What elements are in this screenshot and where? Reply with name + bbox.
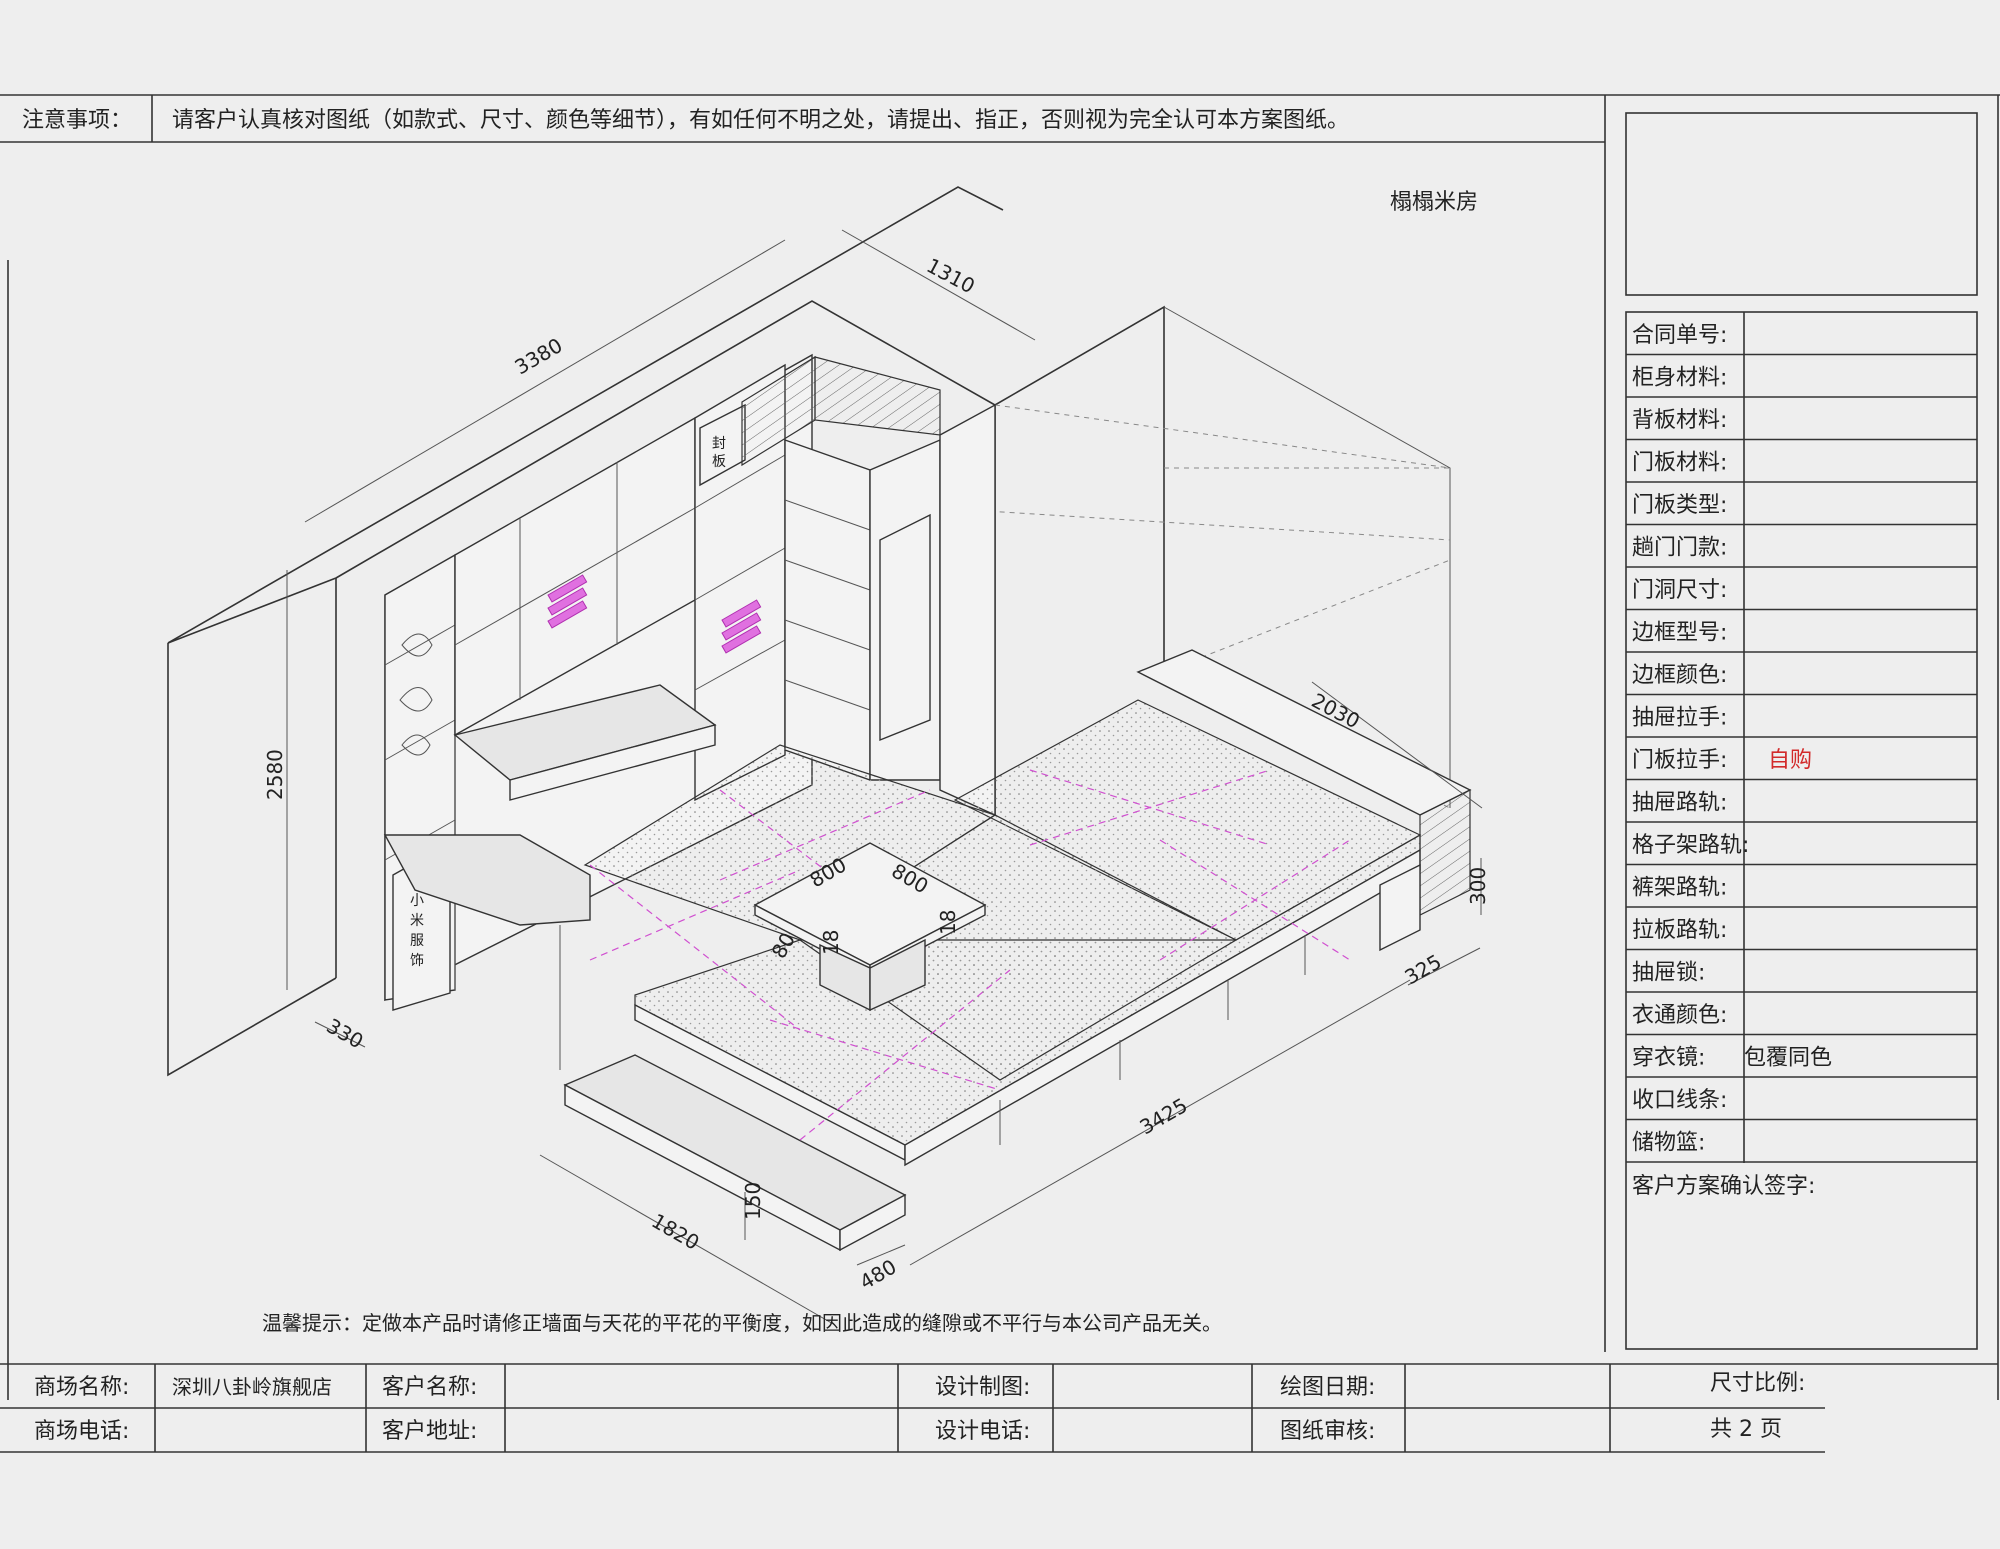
spec-label: 抽屉拉手: [1632,706,1727,731]
isometric-room-drawing: 小 米 服 饰 封 [167,186,1490,1326]
review-label: 图纸审核: [1280,1419,1375,1444]
dim-table-thickness-a: 18 [819,930,843,955]
store-name-value: 深圳八卦岭旗舰店 [172,1375,332,1399]
scale-label: 尺寸比例: [1710,1371,1805,1396]
spec-label: 背板材料: [1632,408,1727,433]
spec-label: 拉板路轨: [1632,918,1727,943]
customer-address-label: 客户地址: [382,1419,477,1444]
customer-name-label: 客户名称: [382,1375,477,1400]
title-block-frame [0,94,2000,1453]
design-phone-label: 设计电话: [935,1419,1030,1444]
spec-label: 抽屉锁: [1632,961,1705,986]
signature-label: 客户方案确认签字: [1632,1174,1815,1199]
dim-platform-width: 1820 [648,1209,704,1255]
spec-label: 趟门门款: [1632,536,1727,561]
draw-date-label: 绘图日期: [1280,1375,1375,1400]
spec-row-lines [1626,353,1977,1163]
svg-text:服: 服 [410,933,424,949]
dim-table-thickness-b: 18 [936,910,960,935]
panel-label-2: 板 [712,454,726,470]
store-name-label: 商场名称: [34,1375,129,1400]
spec-label: 收口线条: [1632,1088,1727,1113]
spec-label: 柜身材料: [1632,366,1727,391]
spec-label: 穿衣镜: [1632,1046,1705,1071]
spec-label: 门洞尺寸: [1632,578,1727,603]
dim-height: 2580 [263,749,287,800]
dim-left-depth: 330 [323,1014,368,1054]
drawing-title: 榻榻米房 [1390,190,1478,215]
dim-top-length: 3380 [511,333,567,379]
dim-step-depth: 325 [1401,949,1446,989]
dim-step-rise: 150 [741,1182,765,1220]
spec-value[interactable]: 自购 [1768,748,1812,773]
spec-label: 门板材料: [1632,451,1727,476]
spec-label: 格子架路轨: [1632,833,1749,858]
spec-label: 合同单号: [1632,323,1727,348]
svg-text:饰: 饰 [410,953,424,969]
spec-label: 裤架路轨: [1632,876,1727,901]
dim-front-length: 3425 [1136,1093,1192,1139]
spec-label: 储物篮: [1632,1131,1705,1156]
spec-label: 衣通颜色: [1632,1003,1727,1028]
spec-label: 门板类型: [1632,493,1727,518]
svg-text:小: 小 [410,893,424,909]
spec-label: 门板拉手: [1632,748,1727,773]
spec-table: 合同单号: 柜身材料: 背板材料: 门板材料: 门板类型: 趟门门款: 门洞尺寸: 边框型号:… [1632,323,1832,1156]
dim-step-height: 300 [1466,867,1490,905]
warm-tip: 温馨提示：定做本产品时请修正墙面与天花的平花的平衡度，如因此造成的缝隙或不平行与… [262,1311,1222,1335]
notice-text: 请客户认真核对图纸（如款式、尺寸、颜色等细节），有如任何不明之处，请提出、指正，… [172,108,1349,133]
page-count: 共 2 页 [1710,1417,1782,1442]
notice-label: 注意事项： [22,108,132,133]
store-phone-label: 商场电话: [34,1419,129,1444]
spec-label: 边框型号: [1632,621,1727,646]
spec-value[interactable]: 包覆同色 [1744,1046,1832,1071]
dim-step-width: 480 [856,1254,901,1294]
panel-label: 封 [712,436,726,452]
svg-text:米: 米 [410,913,424,929]
spec-label: 抽屉路轨: [1632,791,1727,816]
designer-label: 设计制图: [935,1375,1030,1400]
spec-label: 边框颜色: [1632,663,1727,688]
